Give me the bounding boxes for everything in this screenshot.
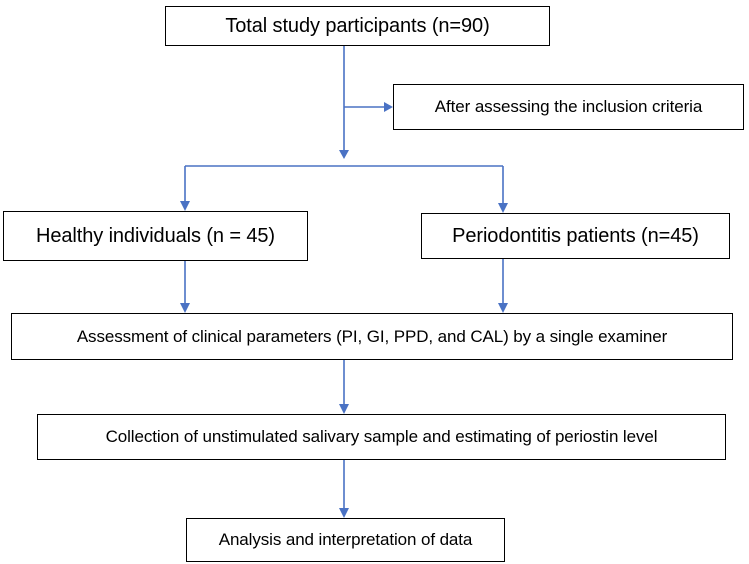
arrowhead-healthy <box>180 201 190 211</box>
arrowhead-periodontitis <box>498 203 508 213</box>
saliva-collection-box: Collection of unstimulated salivary samp… <box>37 414 726 460</box>
data-analysis-box: Analysis and interpretation of data <box>186 518 505 562</box>
arrowhead-assessment-left <box>180 303 190 313</box>
data-analysis-label: Analysis and interpretation of data <box>218 530 473 549</box>
healthy-individuals-label: Healthy individuals (n = 45) <box>36 224 275 247</box>
inclusion-criteria-label: After assessing the inclusion criteria <box>434 97 703 116</box>
clinical-assessment-label: Assessment of clinical parameters (PI, G… <box>76 326 668 346</box>
arrowhead-inclusion <box>384 102 393 112</box>
total-participants-box: Total study participants (n=90) <box>165 6 550 46</box>
periodontitis-patients-label: Periodontitis patients (n=45) <box>452 224 699 247</box>
total-participants-label: Total study participants (n=90) <box>225 14 490 37</box>
periodontitis-patients-box: Periodontitis patients (n=45) <box>421 213 730 259</box>
clinical-assessment-box: Assessment of clinical parameters (PI, G… <box>11 313 733 360</box>
inclusion-criteria-box: After assessing the inclusion criteria <box>393 84 744 130</box>
healthy-individuals-box: Healthy individuals (n = 45) <box>3 211 308 261</box>
arrowhead-analysis <box>339 508 349 518</box>
arrowhead-assessment-right <box>498 303 508 313</box>
arrowhead-split <box>339 150 349 159</box>
arrowhead-collection <box>339 404 349 414</box>
saliva-collection-label: Collection of unstimulated salivary samp… <box>105 427 658 446</box>
